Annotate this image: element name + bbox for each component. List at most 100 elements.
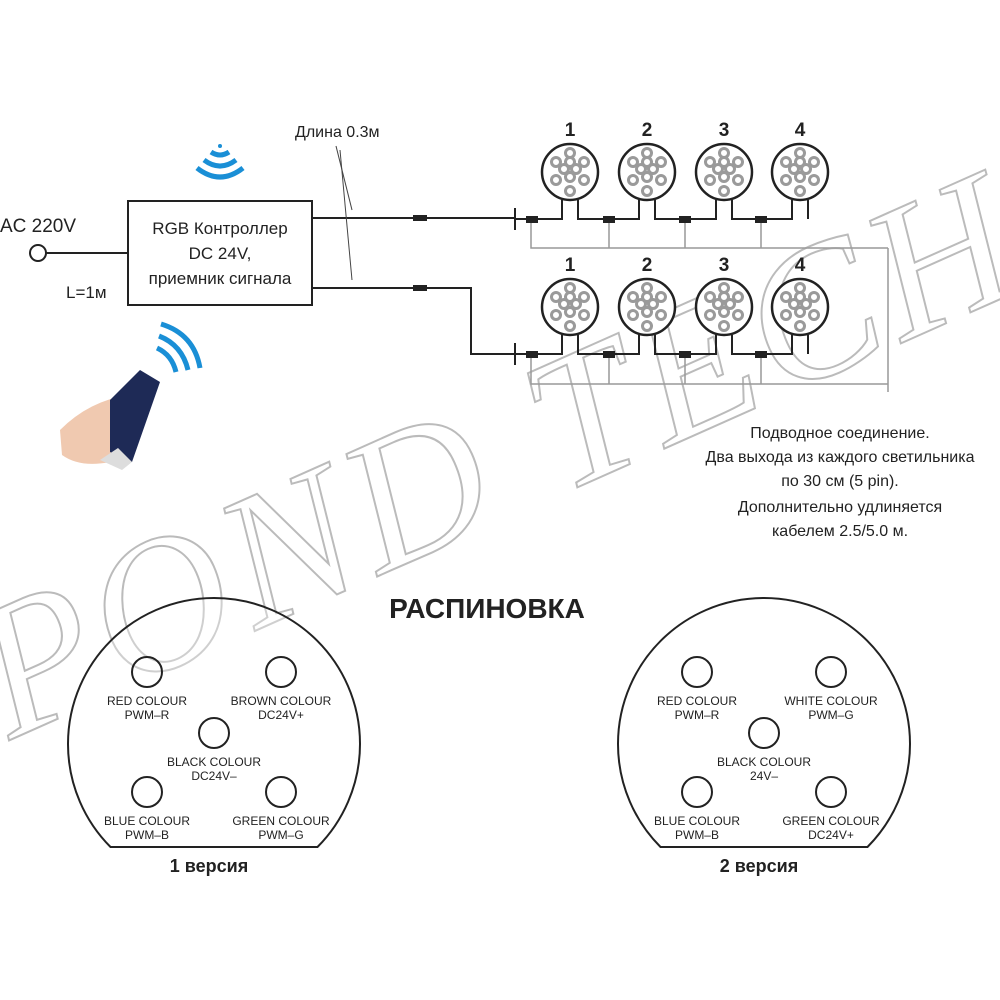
led-lamp: 4 — [770, 255, 830, 337]
led-lamp: 4 — [770, 120, 830, 202]
lamp-number: 2 — [642, 255, 653, 276]
cable-length-pointer — [335, 145, 353, 281]
controller-line-3: приемник сигнала — [149, 269, 292, 288]
cable-connector — [603, 351, 615, 358]
led-icon — [712, 298, 724, 310]
led-icon — [578, 156, 590, 168]
led-lamp: 2 — [617, 255, 677, 337]
cable-connector — [413, 215, 427, 221]
led-icon — [635, 163, 647, 175]
pin-color-label: GREEN COLOUR — [232, 814, 330, 828]
cable-length-label: L=1м — [66, 283, 107, 302]
cable-connector — [755, 216, 767, 223]
led-icon — [558, 298, 570, 310]
led-icon — [578, 291, 590, 303]
led-icon — [655, 309, 667, 321]
led-icon — [704, 291, 716, 303]
pin-signal-label: DC24V– — [191, 769, 237, 783]
pin-icon — [131, 656, 163, 688]
lamp-number: 4 — [795, 255, 806, 276]
cable-connector — [679, 351, 691, 358]
led-icon — [550, 174, 562, 186]
led-icon — [808, 156, 820, 168]
led-icon — [718, 320, 730, 332]
cable-connector — [679, 216, 691, 223]
led-icon — [732, 291, 744, 303]
led-icon — [704, 309, 716, 321]
note-line: Подводное соединение. — [750, 425, 929, 442]
lamp-number: 3 — [719, 255, 730, 276]
controller-line-1: RGB Контроллер — [152, 219, 287, 238]
lamp-number: 1 — [565, 255, 576, 276]
led-icon — [578, 174, 590, 186]
led-icon — [794, 291, 806, 303]
remote-icon — [110, 370, 160, 462]
wireless-signal-icon — [195, 144, 245, 180]
led-lamp: 1 — [540, 120, 600, 202]
led-icon — [655, 291, 667, 303]
led-icon — [718, 306, 730, 318]
led-lamp: 3 — [694, 255, 754, 337]
led-icon — [564, 156, 576, 168]
led-icon — [718, 171, 730, 183]
led-icon — [641, 320, 653, 332]
note-line: Два выхода из каждого светильника — [706, 449, 975, 466]
led-icon — [578, 309, 590, 321]
led-icon — [627, 174, 639, 186]
rgb-controller-box — [127, 200, 313, 306]
led-icon — [808, 174, 820, 186]
connection-note: Подводное соединение. Два выхода из кажд… — [706, 425, 975, 540]
led-icon — [718, 291, 730, 303]
led-icon — [627, 156, 639, 168]
led-icon — [564, 291, 576, 303]
lamp-number: 3 — [719, 120, 730, 141]
pin-color-label: BROWN COLOUR — [231, 694, 332, 708]
led-icon — [564, 320, 576, 332]
led-lamp: 2 — [617, 120, 677, 202]
ac-input-label: AC 220V — [0, 216, 76, 237]
connector-face — [617, 597, 911, 848]
pin-signal-label: PWM–G — [808, 708, 853, 722]
led-icon — [794, 185, 806, 197]
led-icon — [800, 163, 812, 175]
led-icon — [641, 171, 653, 183]
led-icon — [732, 174, 744, 186]
pin-icon — [681, 776, 713, 808]
led-icon — [718, 185, 730, 197]
pinout-title: РАСПИНОВКА — [389, 593, 585, 624]
led-icon — [780, 309, 792, 321]
version-caption: 2 версия — [720, 856, 798, 876]
led-icon — [724, 163, 736, 175]
pin-signal-label: DC24V+ — [258, 708, 304, 722]
led-icon — [800, 298, 812, 310]
led-icon — [794, 320, 806, 332]
led-icon — [808, 309, 820, 321]
led-lamp: 3 — [694, 120, 754, 202]
led-icon — [641, 185, 653, 197]
led-icon — [732, 156, 744, 168]
led-icon — [641, 156, 653, 168]
led-icon — [794, 306, 806, 318]
led-icon — [641, 306, 653, 318]
pin-color-label: BLUE COLOUR — [104, 814, 190, 828]
version-caption: 1 версия — [170, 856, 248, 876]
pin-signal-label: PWM–G — [258, 828, 303, 842]
pin-color-label: BLUE COLOUR — [654, 814, 740, 828]
pin-color-label: BLACK COLOUR — [167, 755, 261, 769]
cable-connector — [526, 216, 538, 223]
led-icon — [550, 291, 562, 303]
lamp-number: 4 — [795, 120, 806, 141]
led-icon — [718, 156, 730, 168]
led-icon — [550, 309, 562, 321]
controller-line-2: DC 24V, — [189, 244, 252, 263]
bus-line — [530, 354, 888, 385]
led-icon — [641, 291, 653, 303]
led-icon — [780, 174, 792, 186]
led-icon — [570, 163, 582, 175]
